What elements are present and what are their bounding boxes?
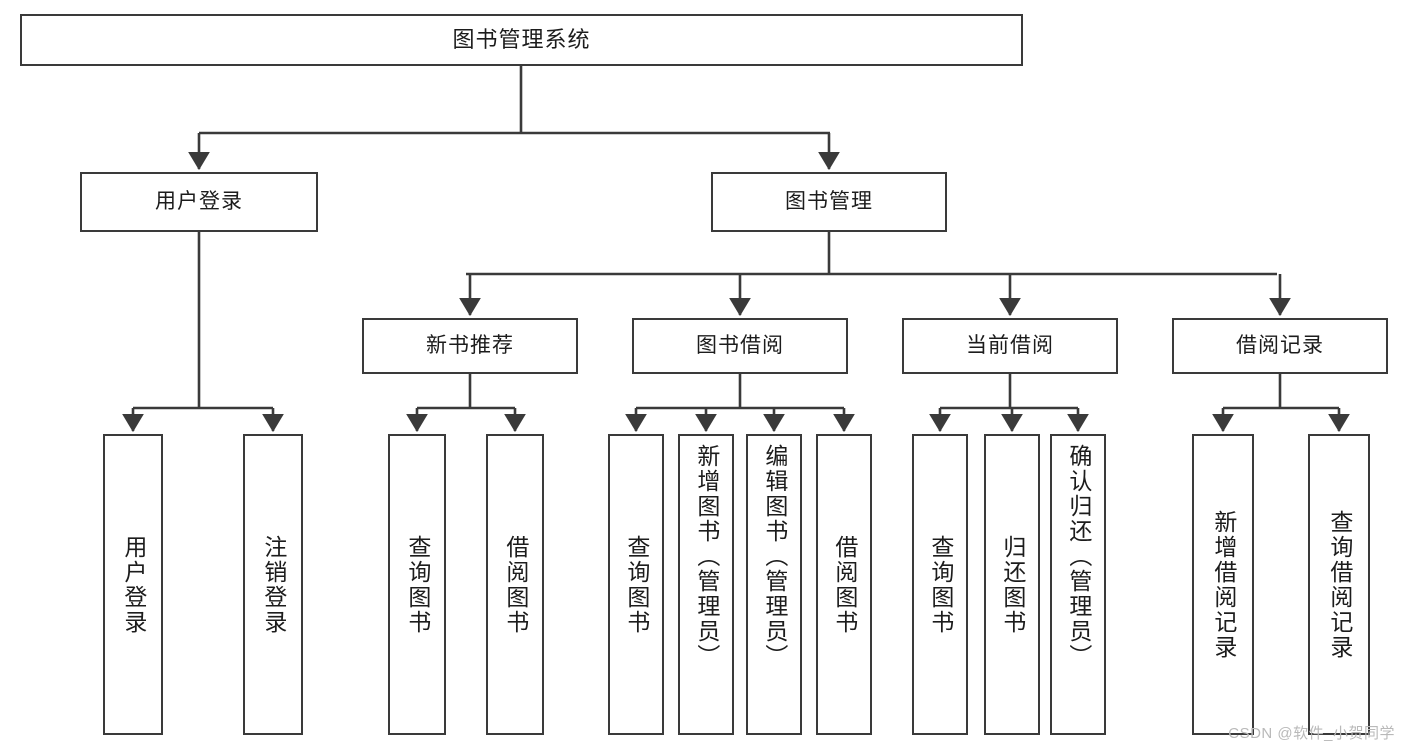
node-label: 图书管理系统 <box>452 26 591 52</box>
node-label: 查询图书 <box>404 534 431 635</box>
node-current-borrow[interactable]: 当前借阅 <box>902 318 1118 374</box>
node-book-borrow[interactable]: 图书借阅 <box>632 318 848 374</box>
node-leaf-borrow-book-1[interactable]: 借阅图书 <box>486 434 544 735</box>
node-label: 查询图书 <box>927 534 954 635</box>
node-leaf-borrow-book-2[interactable]: 借阅图书 <box>816 434 872 735</box>
node-label: 注销登录 <box>260 534 287 635</box>
node-leaf-query-book-1[interactable]: 查询图书 <box>388 434 446 735</box>
node-label: 借阅图书 <box>831 534 858 635</box>
node-leaf-add-book[interactable]: 新增图书（管理员） <box>678 434 734 735</box>
node-leaf-user-login[interactable]: 用户登录 <box>103 434 163 735</box>
node-label: 新增图书（管理员） <box>693 444 720 669</box>
node-label: 图书管理 <box>785 190 873 214</box>
node-leaf-query-book-3[interactable]: 查询图书 <box>912 434 968 735</box>
node-label: 新书推荐 <box>426 334 514 358</box>
node-label: 借阅图书 <box>502 534 529 635</box>
watermark-text: CSDN @软件_小贺同学 <box>1228 725 1395 742</box>
node-leaf-logout[interactable]: 注销登录 <box>243 434 303 735</box>
node-label: 查询图书 <box>623 534 650 635</box>
node-leaf-query-book-2[interactable]: 查询图书 <box>608 434 664 735</box>
node-leaf-add-record[interactable]: 新增借阅记录 <box>1192 434 1254 735</box>
node-book-manage[interactable]: 图书管理 <box>711 172 947 232</box>
edge-group <box>122 66 1350 433</box>
node-label: 借阅记录 <box>1236 334 1324 358</box>
node-root[interactable]: 图书管理系统 <box>20 14 1023 66</box>
node-label: 新增借阅记录 <box>1210 509 1237 660</box>
node-label: 用户登录 <box>120 534 147 635</box>
node-leaf-query-record[interactable]: 查询借阅记录 <box>1308 434 1370 735</box>
node-leaf-edit-book[interactable]: 编辑图书（管理员） <box>746 434 802 735</box>
node-leaf-confirm-ret[interactable]: 确认归还（管理员） <box>1050 434 1106 735</box>
node-label: 图书借阅 <box>696 334 784 358</box>
node-label: 当前借阅 <box>966 334 1054 358</box>
node-label: 归还图书 <box>999 534 1026 635</box>
node-label: 编辑图书（管理员） <box>761 444 788 669</box>
node-label: 确认归还（管理员） <box>1065 444 1092 669</box>
node-leaf-return-book[interactable]: 归还图书 <box>984 434 1040 735</box>
node-label: 查询借阅记录 <box>1326 509 1353 660</box>
node-new-book-rec[interactable]: 新书推荐 <box>362 318 578 374</box>
node-user-login[interactable]: 用户登录 <box>80 172 318 232</box>
node-borrow-record[interactable]: 借阅记录 <box>1172 318 1388 374</box>
node-label: 用户登录 <box>155 190 243 214</box>
